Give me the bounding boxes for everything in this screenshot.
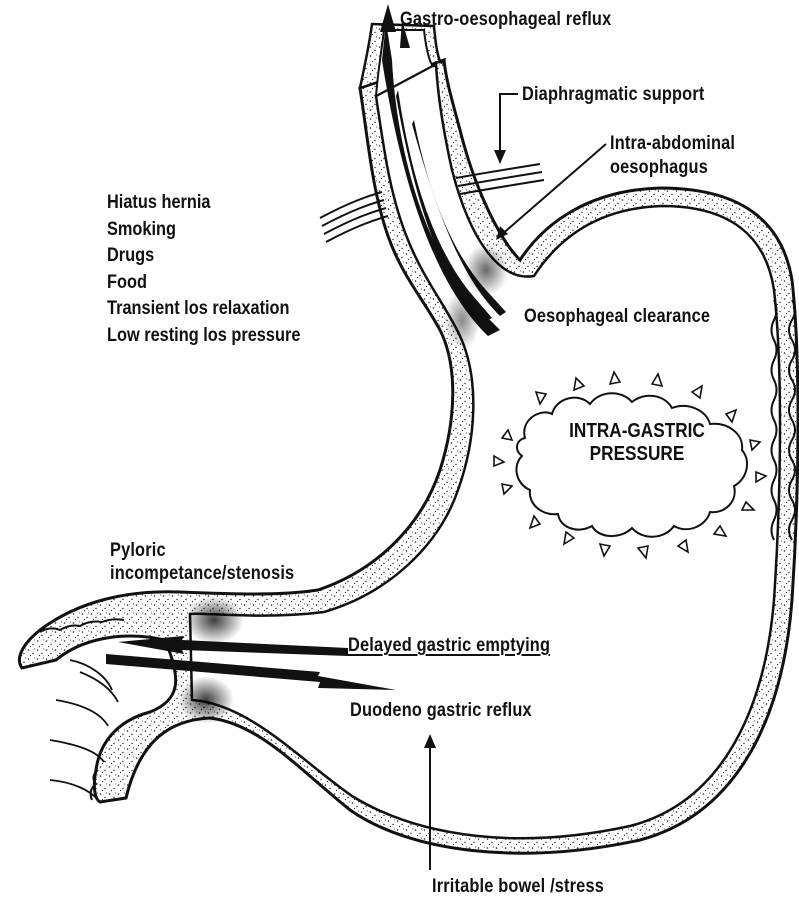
los-sphincter (464, 244, 508, 296)
oesophageal-clearance-label: Oesophageal clearance (524, 306, 710, 328)
pylorus-lower (178, 676, 234, 724)
pylorus-upper (184, 596, 244, 644)
factor-hiatus-hernia: Hiatus hernia (107, 190, 300, 217)
factor-smoking: Smoking (107, 217, 300, 244)
factor-drugs: Drugs (107, 243, 300, 270)
intra-abdominal-label-line2: oesophagus (610, 157, 708, 179)
factor-low-resting-los: Low resting los pressure (107, 323, 300, 350)
risk-factor-list: Hiatus hernia Smoking Drugs Food Transie… (107, 190, 332, 349)
duodeno-reflux-label: Duodeno gastric reflux (350, 700, 532, 722)
factor-food: Food (107, 270, 300, 297)
los-sphincter-2 (444, 290, 480, 350)
pyloric-label-line2: incompetance/stenosis (110, 563, 294, 585)
pyloric-label-line1: Pyloric (110, 540, 166, 562)
intra-gastric-line2: PRESSURE (547, 443, 728, 466)
intra-gastric-line1: INTRA-GASTRIC (547, 420, 728, 443)
intra-abdominal-label-line1: Intra-abdominal (610, 133, 735, 155)
factor-transient-los: Transient los relaxation (107, 296, 300, 323)
intra-gastric-pressure-label: INTRA-GASTRIC PRESSURE (547, 420, 728, 466)
diaphragmatic-support-label: Diaphragmatic support (522, 84, 704, 106)
gastro-reflux-label: Gastro-oesophageal reflux (400, 9, 611, 31)
irritable-bowel-label: Irritable bowel /stress (432, 876, 604, 898)
reflux-arrow-tip (380, 4, 396, 32)
delayed-emptying-label: Delayed gastric emptying (348, 635, 550, 657)
